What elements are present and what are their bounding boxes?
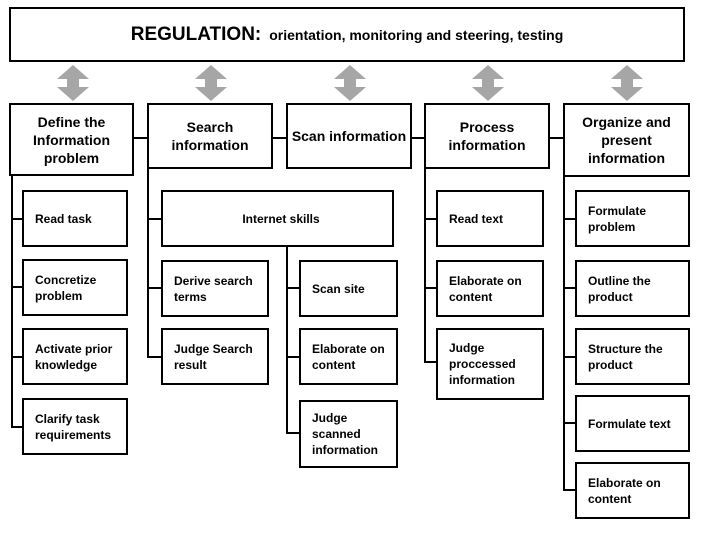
internet-skills-box: Internet skills [161,190,394,247]
process-item: Read text [436,190,544,247]
organize-item: Formulate text [575,395,690,452]
tree-line [11,175,13,427]
organize-item-label: Structure the product [588,341,663,372]
define-item-label: Clarify task requirements [35,411,112,442]
tree-line [563,356,576,358]
scan-item: Scan site [299,260,398,317]
define-item: Read task [22,190,128,247]
process-item-label: Read text [449,211,504,226]
define-title: Define the Information problem [33,113,110,166]
tree-line [286,287,299,289]
organize-item-label: Outline the product [588,273,651,304]
process-item-label: Elaborate on content [449,273,522,304]
tree-line [424,361,437,363]
tree-line [147,287,162,289]
regulation-label: REGULATION: [130,23,262,45]
define-item: Activate prior knowledge [22,328,128,385]
tree-line [563,218,576,220]
tree-line [424,287,437,289]
tree-line [11,356,23,358]
header-connector [134,137,149,139]
process-item: Elaborate on content [436,260,544,317]
tree-line [563,287,576,289]
scan-item: Judge scanned information [299,400,398,468]
tree-line [11,218,23,220]
double-arrow-icon [57,65,89,101]
organize-item-label: Elaborate on content [588,475,661,506]
tree-line [286,246,288,433]
organize-item-label: Formulate text [588,416,671,431]
tree-line [286,356,299,358]
scan-item-label: Judge scanned information [312,411,378,457]
search-item-label: Derive search terms [174,273,253,304]
tree-line [424,168,426,363]
search-item: Judge Search result [161,328,269,385]
define-item: Clarify task requirements [22,398,128,455]
header-connector [411,137,426,139]
search-item: Derive search terms [161,260,269,317]
tree-line [147,218,162,220]
header-connector [273,137,288,139]
search-item-label: Judge Search result [174,341,253,372]
search-title: Search information [171,119,249,153]
scan-item-label: Elaborate on content [312,341,385,372]
tree-line [563,176,565,490]
organize-item: Outline the product [575,260,690,317]
double-arrow-icon [611,65,643,101]
regulation-box: REGULATION: orientation, monitoring and … [9,7,685,62]
double-arrow-icon [472,65,504,101]
define-header: Define the Information problem [9,103,134,176]
internet-skills-label: Internet skills [242,211,320,226]
process-item-label: Judge proccessed information [449,341,516,387]
organize-item: Formulate problem [575,190,690,247]
organize-item: Structure the product [575,328,690,385]
double-arrow-icon [195,65,227,101]
define-item: Concretize problem [22,259,128,316]
process-item: Judge proccessed information [436,328,544,400]
organize-item: Elaborate on content [575,462,690,519]
tree-line [147,356,162,358]
tree-line [563,422,576,424]
process-title: Process information [448,119,526,153]
scan-header: Scan information [286,103,412,169]
process-header: Process information [424,103,550,169]
tree-line [563,489,576,491]
double-arrow-icon [334,65,366,101]
tree-line [147,168,149,358]
scan-item-label: Scan site [312,281,365,296]
regulation-text: orientation, monitoring and steering, te… [269,26,564,43]
scan-title: Scan information [291,128,407,144]
tree-line [286,432,299,434]
define-item-label: Activate prior knowledge [35,341,113,372]
define-item-label: Concretize problem [35,272,97,303]
organize-header: Organize and present information [563,103,690,177]
tree-line [11,426,23,428]
tree-line [424,218,437,220]
header-connector [549,137,564,139]
search-header: Search information [147,103,273,169]
tree-line [11,286,23,288]
organize-title: Organize and present information [582,114,671,166]
define-item-label: Read task [35,211,92,226]
scan-item: Elaborate on content [299,328,398,385]
organize-item-label: Formulate problem [588,203,647,234]
